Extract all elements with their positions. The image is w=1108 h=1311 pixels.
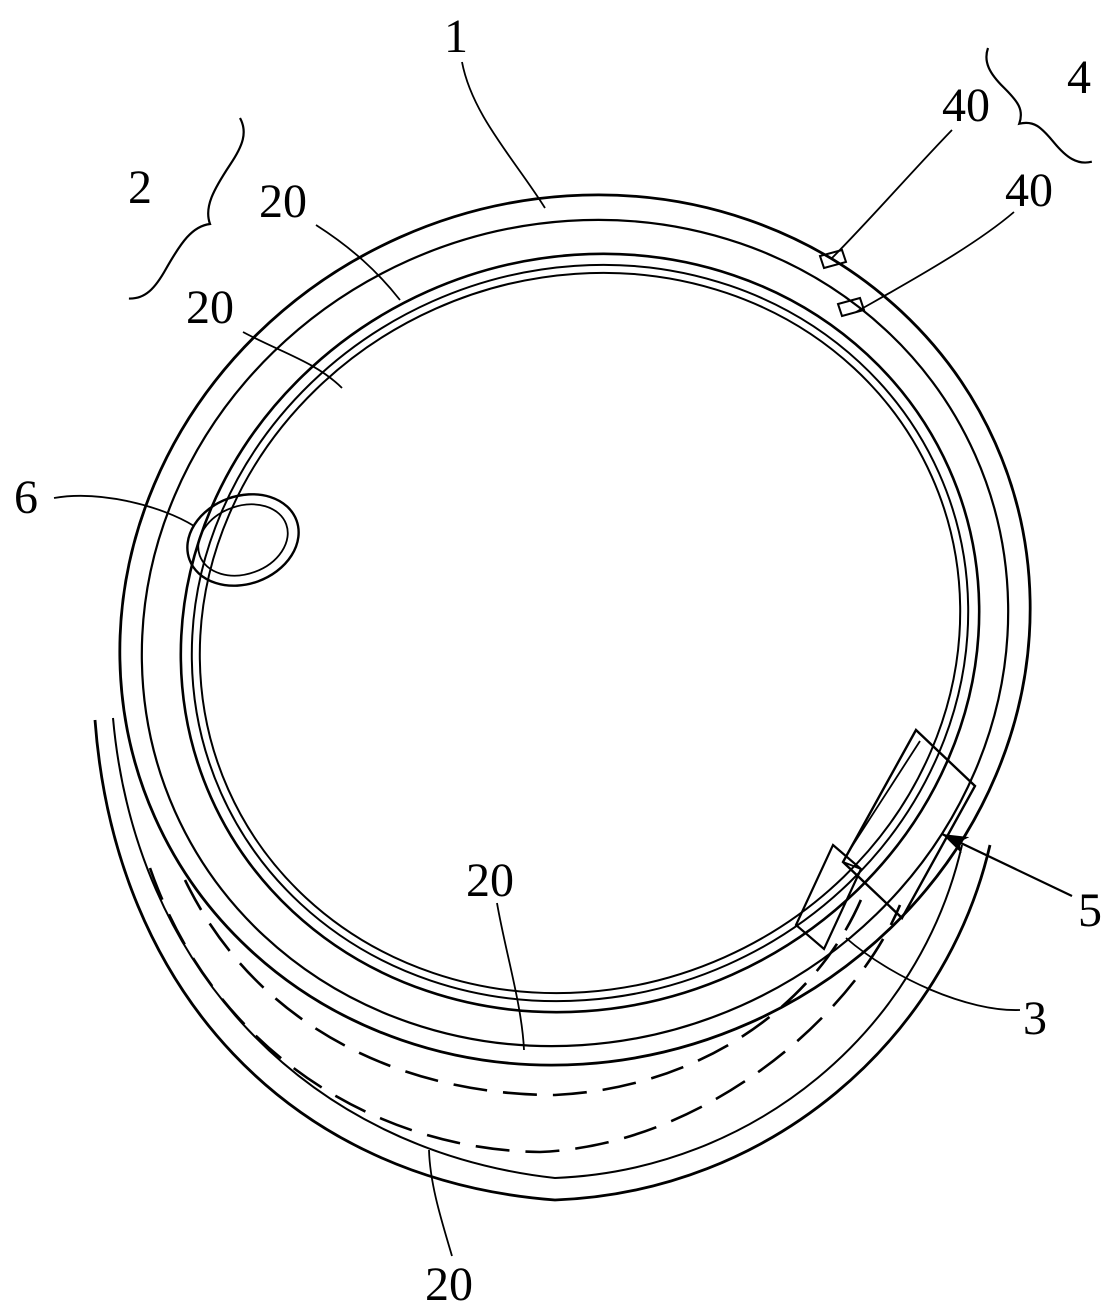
leader-ref-1 <box>461 61 546 209</box>
label-ref-20-bottom-middle: 20 <box>466 854 514 907</box>
brace-ref-4 <box>985 47 1093 164</box>
label-ref-4: 4 <box>1067 51 1091 104</box>
leader-ref-20-top-second <box>242 331 343 389</box>
label-ref-20-top-second: 20 <box>186 281 234 334</box>
leader-ref-20-top-first <box>315 224 401 301</box>
hidden-track-lower-dashed <box>148 867 902 1154</box>
track-line-inner <box>198 271 962 995</box>
leader-ref-40-lower <box>855 211 1015 313</box>
track-line-outer <box>179 252 981 1014</box>
leader-arrow-ref-5 <box>941 833 1073 897</box>
leader-ref-20-bottom-middle <box>496 902 525 1051</box>
module-plate-edge-line <box>848 740 921 852</box>
small-block <box>794 843 863 951</box>
label-ref-3: 3 <box>1023 992 1047 1045</box>
outer-rim-inner-line <box>140 218 1010 1048</box>
notch-upper <box>818 248 848 270</box>
leader-ref-40-upper <box>831 129 953 259</box>
round-port-outer <box>186 493 300 587</box>
hidden-track-upper-dashed <box>183 879 867 1097</box>
notch-lower <box>836 296 866 318</box>
band-bottom-outer-edge <box>93 719 992 1202</box>
leader-ref-20-bottom <box>428 1149 453 1257</box>
track-line-middle <box>190 263 970 1003</box>
reference-numerals: 1 2 20 20 40 4 40 6 20 5 3 20 <box>14 10 1102 1311</box>
brace-ref-2 <box>128 117 245 300</box>
round-port-inner <box>197 503 289 577</box>
label-ref-20-top-first: 20 <box>259 175 307 228</box>
leader-ref-6 <box>53 495 195 527</box>
label-ref-1: 1 <box>444 10 468 63</box>
module-plate <box>841 728 977 920</box>
detail-parts <box>186 248 977 951</box>
label-ref-2: 2 <box>128 161 152 214</box>
label-ref-6: 6 <box>14 471 38 524</box>
label-ref-20-bottom: 20 <box>425 1258 473 1311</box>
label-ref-40-lower: 40 <box>1005 164 1053 217</box>
label-ref-5: 5 <box>1078 884 1102 937</box>
leader-ref-3 <box>845 937 1021 1011</box>
band-body <box>93 193 1032 1202</box>
label-ref-40-upper: 40 <box>942 79 990 132</box>
outer-rim-outline <box>118 193 1032 1067</box>
leader-lines <box>53 47 1093 1257</box>
